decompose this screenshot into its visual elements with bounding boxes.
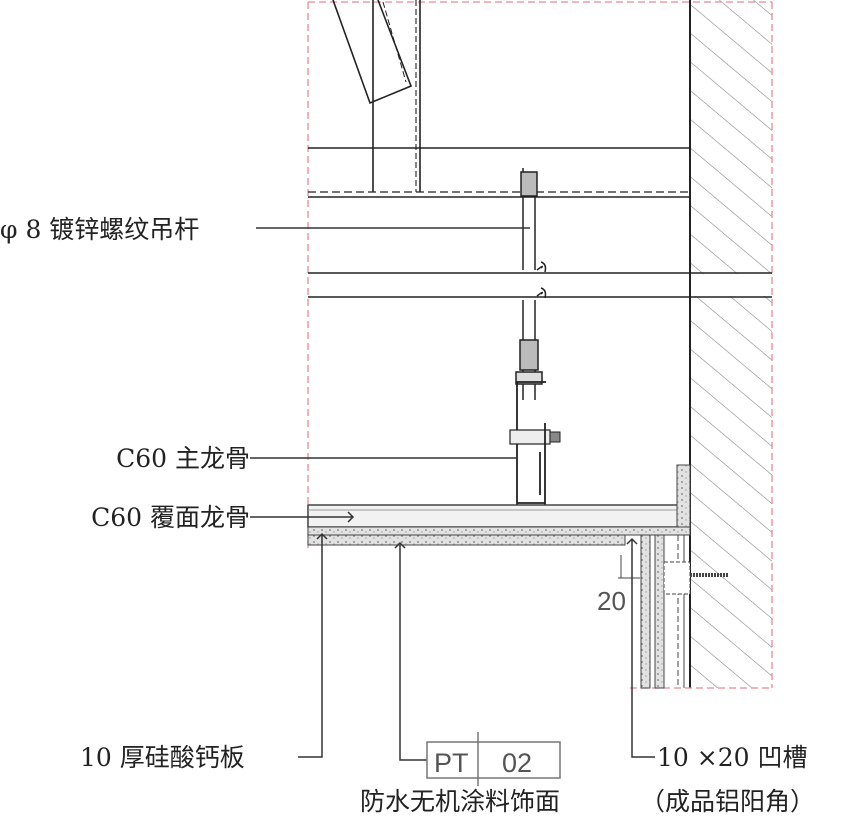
label-board: 10 厚硅酸钙板 <box>80 743 245 772</box>
label-groove: 10 ×20 凹槽 <box>657 743 807 772</box>
label-cover-keel: C60 覆面龙骨 <box>91 503 250 532</box>
section-frame <box>307 1 773 689</box>
hanger-rod <box>515 168 547 400</box>
dimension-text: 20 <box>597 586 626 616</box>
structure-lines <box>308 0 772 298</box>
cover-keel <box>307 504 681 528</box>
label-main-keel: C60 主龙骨 <box>116 444 250 473</box>
leader-lines <box>250 227 655 761</box>
calcium-silicate-board <box>307 464 691 689</box>
label-hanger-rod: φ 8 镀锌螺纹吊杆 <box>0 215 199 244</box>
concrete-wall <box>689 0 772 688</box>
finish-code-right: 02 <box>502 748 532 778</box>
label-groove-note: （成品铝阳角） <box>640 787 815 816</box>
finish-code-left: PT <box>434 748 469 778</box>
label-finish-desc: 防水无机涂料饰面 <box>360 787 560 816</box>
groove-dimension <box>618 555 640 579</box>
finish-tag: PT 02 <box>426 732 561 786</box>
main-keel <box>509 381 561 505</box>
